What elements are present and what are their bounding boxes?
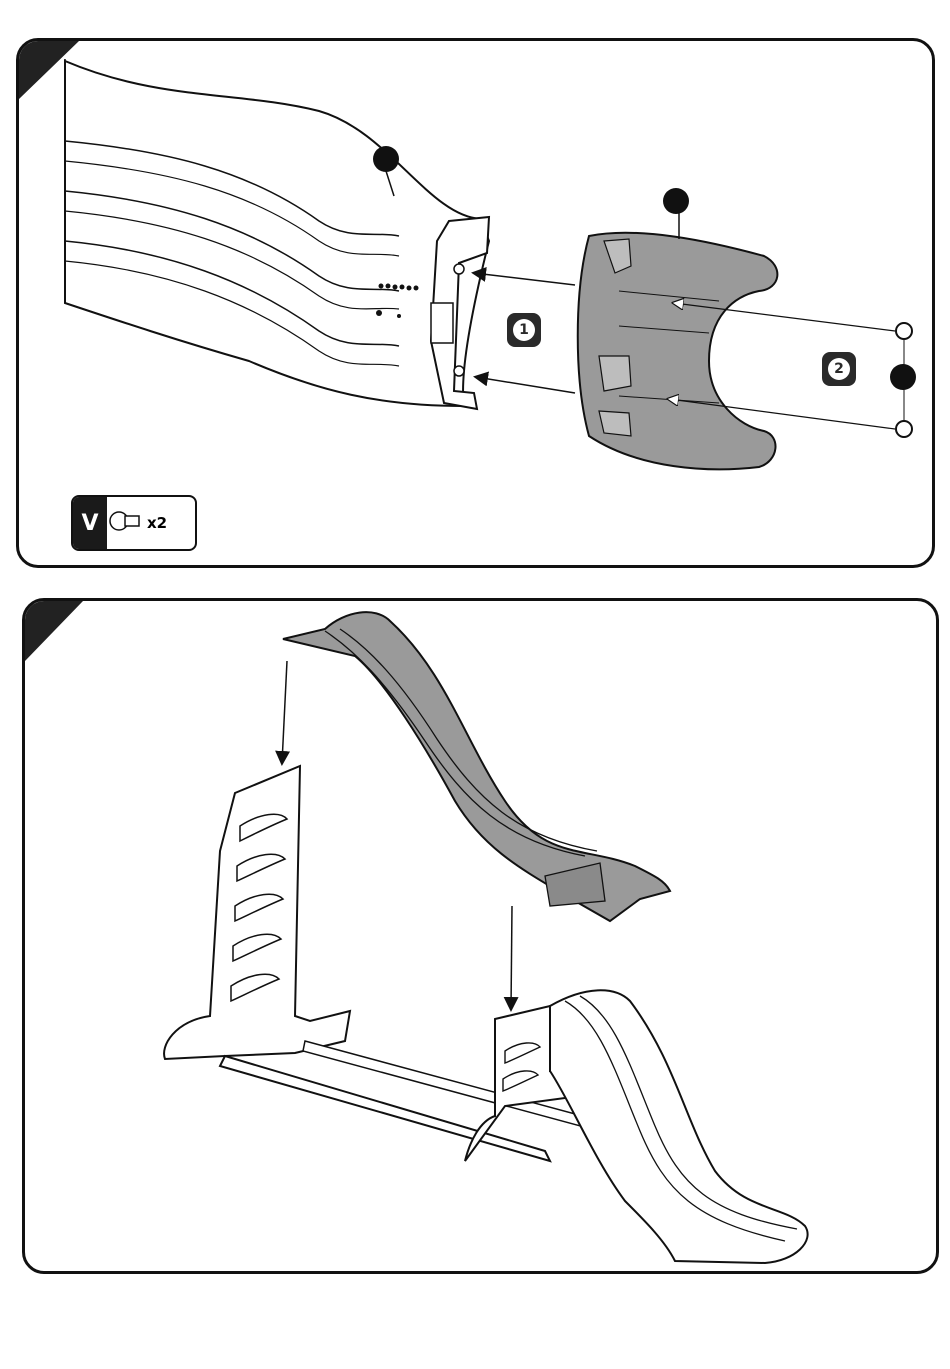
step-number: 1: [513, 319, 535, 341]
slide-extension-illustration: [19, 41, 932, 565]
step-number-badge: 1: [507, 313, 541, 347]
screw-icon: [107, 497, 141, 545]
parts-required-box: V x2: [71, 495, 197, 551]
step-number: 2: [828, 358, 850, 380]
part-quantity: x2: [147, 497, 167, 549]
assembly-step-panel-1: 1 2 V x2: [16, 38, 935, 568]
part-letter: V: [73, 497, 107, 549]
slide-mounting-illustration: [25, 601, 936, 1271]
step-number-badge: 2: [822, 352, 856, 386]
assembly-step-panel-2: [22, 598, 939, 1274]
